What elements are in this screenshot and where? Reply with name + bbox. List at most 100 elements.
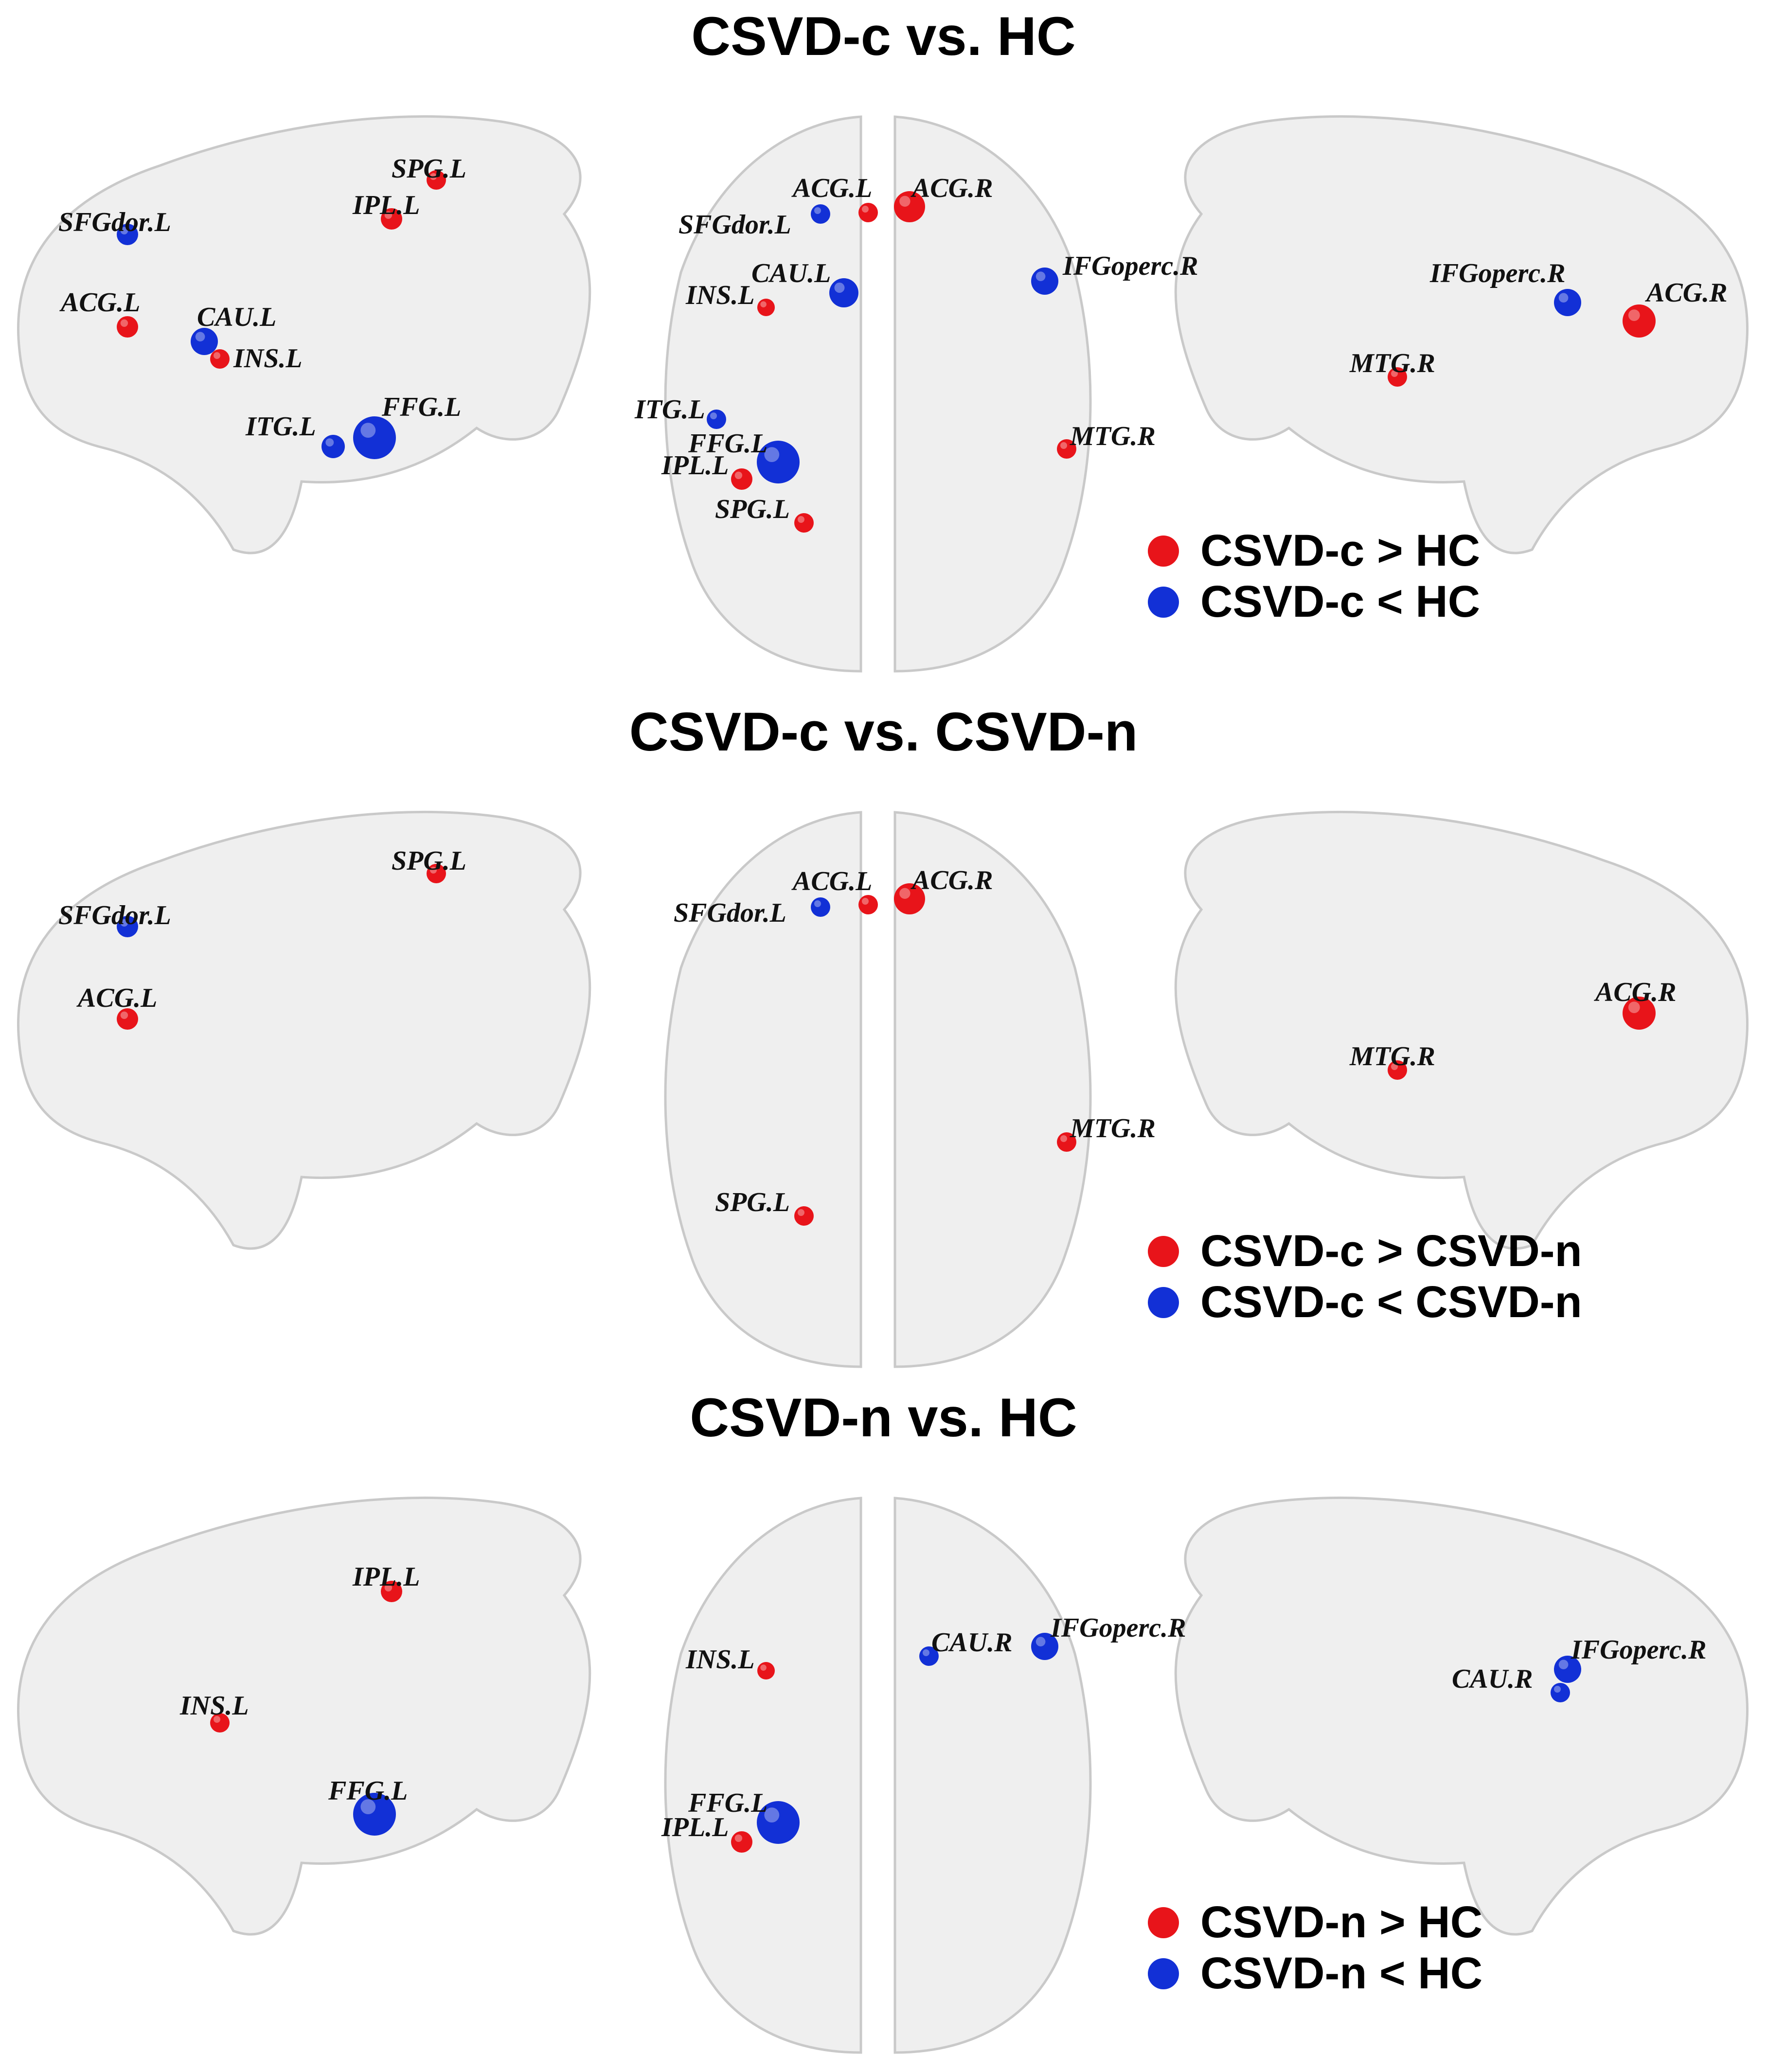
node-right-mtg-r (1388, 367, 1407, 387)
legend: CSVD-c > HC CSVD-c < HC (1148, 525, 1480, 627)
node-label-ffg-l: FFG.L (381, 392, 461, 422)
node-highlight (120, 919, 128, 927)
left-hemisphere-lateral (17, 1496, 591, 1936)
node-label-ipl-l: IPL.L (352, 1562, 420, 1592)
node-highlight (360, 423, 376, 438)
node-label-sfgdor-l: SFGdor.L (674, 898, 786, 928)
node-label-itg-l: ITG.L (245, 411, 316, 442)
legend: CSVD-c > CSVD-n CSVD-c < CSVD-n (1148, 1226, 1582, 1328)
node-highlight (834, 283, 845, 293)
node-left-sfgdor-l (117, 224, 138, 245)
node-left-acg-l (117, 316, 138, 338)
node-right-mtg-r (1388, 1060, 1407, 1080)
legend-label: CSVD-c > HC (1200, 526, 1481, 575)
node-top-ffg-l (757, 1801, 800, 1844)
node-top-spg-l (794, 513, 814, 533)
node-label-acg-r: ACG.R (910, 865, 993, 895)
node-highlight (760, 1664, 767, 1671)
right-hemisphere-dorsal (893, 115, 1092, 673)
node-top-itg-l (707, 410, 726, 429)
node-label-ins-l: INS.L (685, 1644, 755, 1675)
node-highlight (764, 1807, 780, 1822)
node-label-ifgoperc-r: IFGoperc.R (1571, 1635, 1706, 1665)
node-highlight (734, 1834, 743, 1842)
left-hemisphere-lateral (17, 115, 591, 554)
node-highlight (1035, 271, 1046, 281)
node-top-mtg-r (1057, 439, 1076, 459)
node-highlight (814, 207, 821, 214)
node-top-ffg-l (757, 441, 800, 483)
legend-red-dot (1148, 1235, 1179, 1267)
node-top-cau-l (829, 278, 858, 307)
node-label-acg-l: ACG.L (76, 983, 157, 1013)
node-top-acg-l (858, 895, 878, 914)
node-top-ins-l (757, 299, 775, 316)
node-right-ifgoperc-r (1554, 1656, 1581, 1683)
node-highlight (120, 1011, 128, 1019)
node-left-ffg-l (353, 1793, 396, 1836)
right-hemisphere-dorsal (893, 1497, 1092, 2054)
node-label-sfgdor-l: SFGdor.L (678, 210, 791, 240)
node-left-acg-l (117, 1008, 138, 1030)
node-highlight (1558, 293, 1569, 303)
left-hemisphere-dorsal (664, 115, 862, 673)
node-right-cau-r (1551, 1683, 1570, 1702)
node-left-ipl-l (381, 1581, 402, 1602)
node-label-acg-l: ACG.L (59, 287, 140, 318)
node-label-acg-r: ACG.R (1594, 977, 1677, 1007)
node-highlight (384, 1584, 393, 1591)
node-label-ffg-l: FFG.L (328, 1776, 408, 1806)
node-right-acg-r (1623, 997, 1656, 1030)
node-label-sfgdor-l: SFGdor.L (58, 207, 171, 237)
node-label-spg-l: SPG.L (392, 846, 466, 876)
node-left-ins-l (210, 1713, 230, 1733)
node-left-itg-l (321, 435, 345, 458)
node-highlight (1060, 442, 1067, 449)
node-label-cau-l: CAU.L (197, 302, 276, 332)
node-highlight (1035, 1637, 1046, 1646)
node-highlight (1628, 1001, 1640, 1013)
node-label-ipl-l: IPL.L (352, 190, 420, 220)
node-left-cau-l (191, 328, 218, 355)
legend-label: CSVD-c > CSVD-n (1200, 1226, 1582, 1276)
node-left-ipl-l (381, 208, 402, 230)
node-right-acg-r (1623, 304, 1656, 338)
node-label-acg-l: ACG.L (791, 173, 872, 203)
node-label-ins-l: INS.L (233, 343, 303, 374)
node-top-ipl-l (731, 468, 752, 490)
node-highlight (214, 352, 220, 359)
left-hemisphere-dorsal (664, 1497, 862, 2054)
legend-red-dot (1148, 1907, 1179, 1938)
panel-title: CSVD-n vs. HC (690, 1387, 1077, 1448)
node-top-ifgoperc-r (1031, 268, 1058, 295)
legend-label: CSVD-n > HC (1200, 1897, 1483, 1947)
node-highlight (1554, 1686, 1561, 1693)
node-label-acg-r: ACG.R (910, 173, 993, 203)
legend-blue-dot (1148, 1958, 1179, 1989)
legend-label: CSVD-c < CSVD-n (1200, 1277, 1582, 1327)
legend-item-decrease: CSVD-c < CSVD-n (1148, 1277, 1582, 1328)
node-label-spg-l: SPG.L (392, 154, 466, 184)
node-highlight (1391, 370, 1398, 377)
node-label-cau-r: CAU.R (1452, 1664, 1533, 1694)
legend-item-decrease: CSVD-n < HC (1148, 1948, 1482, 1999)
legend-item-increase: CSVD-c > HC (1148, 525, 1480, 576)
node-left-spg-l (427, 864, 446, 883)
node-top-sfgdor-l (811, 204, 830, 224)
node-top-acg-l (858, 203, 878, 222)
node-label-acg-l: ACG.L (791, 866, 872, 896)
node-label-mtg-r: MTG.R (1349, 1041, 1435, 1072)
node-label-ins-l: INS.L (685, 280, 755, 310)
node-label-mtg-r: MTG.R (1349, 348, 1435, 378)
node-top-sfgdor-l (811, 897, 830, 917)
legend-blue-dot (1148, 1286, 1179, 1318)
node-label-spg-l: SPG.L (715, 1187, 790, 1217)
node-highlight (430, 867, 437, 874)
node-label-ins-l: INS.L (179, 1691, 249, 1721)
left-hemisphere-dorsal (664, 811, 862, 1368)
legend-blue-dot (1148, 586, 1179, 618)
legend-label: CSVD-c < HC (1200, 577, 1481, 626)
node-label-cau-l: CAU.L (751, 258, 831, 288)
